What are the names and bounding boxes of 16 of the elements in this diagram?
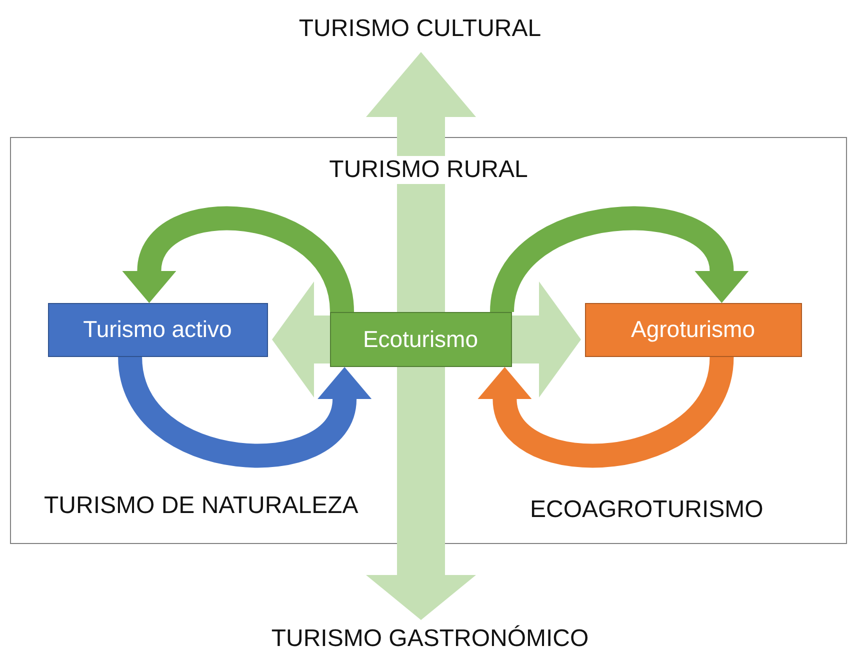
block-arrow xyxy=(272,282,330,398)
process-box: Turismo activo xyxy=(48,302,268,356)
curved-arrow xyxy=(122,206,354,314)
block-arrow xyxy=(366,52,476,312)
category-label: ECOAGROTURISMO xyxy=(530,496,764,524)
curved-arrow xyxy=(118,355,371,468)
frame-box xyxy=(10,137,847,544)
curved-arrow xyxy=(490,206,748,314)
block-arrow xyxy=(512,282,581,398)
process-box: Ecoturismo xyxy=(330,312,512,366)
text-label: TURISMO CULTURAL xyxy=(230,10,610,48)
process-box: Agroturismo xyxy=(584,302,802,356)
category-label: TURISMO DE NATURALEZA xyxy=(44,492,358,520)
text-label: TURISMO GASTRONÓMICO xyxy=(220,622,640,656)
curved-arrow xyxy=(478,355,734,468)
block-arrow xyxy=(366,367,476,620)
